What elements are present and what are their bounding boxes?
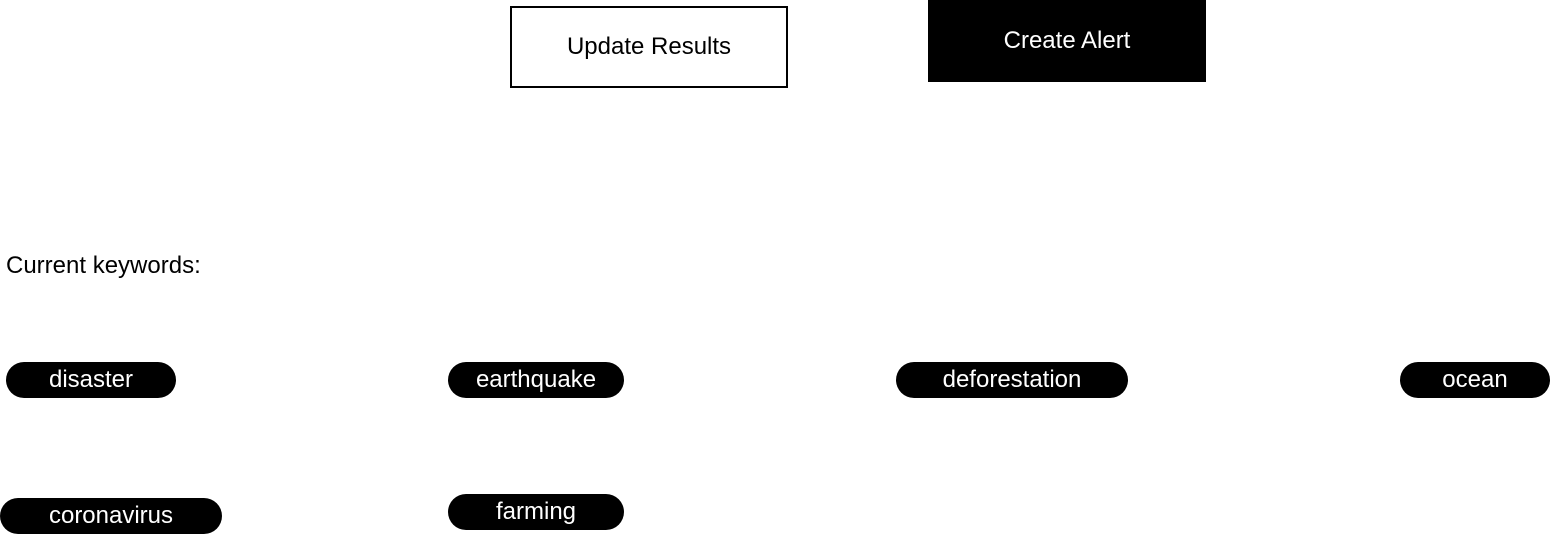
create-alert-button[interactable]: Create Alert	[928, 0, 1206, 82]
keyword-chip-disaster[interactable]: disaster	[6, 362, 176, 398]
update-results-button[interactable]: Update Results	[510, 6, 788, 88]
current-keywords-label: Current keywords:	[6, 252, 201, 279]
keyword-chip-deforestation[interactable]: deforestation	[896, 362, 1128, 398]
keyword-chip-coronavirus[interactable]: coronavirus	[0, 498, 222, 534]
keyword-chip-earthquake[interactable]: earthquake	[448, 362, 624, 398]
keyword-chip-farming[interactable]: farming	[448, 494, 624, 530]
keyword-chip-ocean[interactable]: ocean	[1400, 362, 1550, 398]
